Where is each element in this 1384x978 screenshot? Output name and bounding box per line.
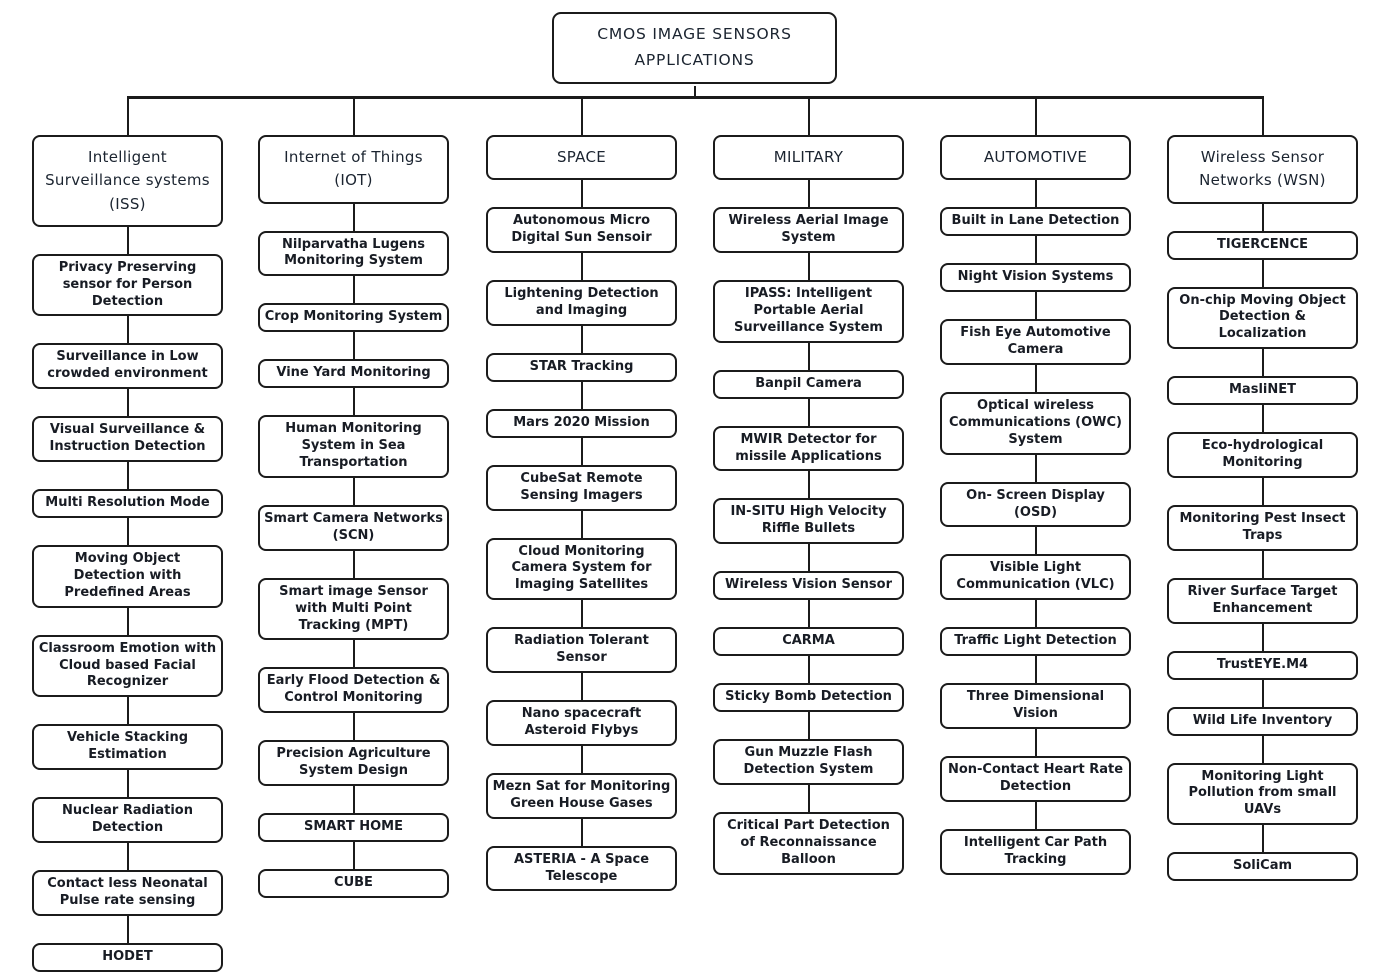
column-header-iss: Intelligent Surveillance systems (ISS)	[32, 135, 223, 227]
tree-node: Mars 2020 Mission	[486, 408, 677, 438]
tree-node: IN-SITU High Velocity Riffle Bullets	[713, 498, 904, 545]
tree-node: CARMA	[713, 627, 904, 657]
tree-node: Sticky Bomb Detection	[713, 683, 904, 713]
column-header-space: SPACE	[486, 135, 677, 181]
tree-node: Nano spacecraft Asteroid Flybys	[486, 700, 677, 746]
tree-node: Autonomous Micro Digital Sun Sensoir	[486, 207, 677, 254]
tree-node: Night Vision Systems	[940, 263, 1131, 293]
tree-node: Surveillance in Low crowded environment	[32, 343, 223, 390]
tree-node: On- Screen Display (OSD)	[940, 481, 1131, 528]
tree-node: Wild Life Inventory	[1167, 706, 1358, 736]
tree-node: Early Flood Detection & Control Monitori…	[258, 667, 449, 714]
tree-node: Radiation Tolerant Sensor	[486, 627, 677, 674]
tree-node: Visible Light Communication (VLC)	[940, 554, 1131, 601]
column-header-automotive: AUTOMOTIVE	[940, 135, 1131, 181]
tree-node: SMART HOME	[258, 812, 449, 842]
tree-node: Built in Lane Detection	[940, 207, 1131, 237]
tree-node: Smart Camera Networks (SCN)	[258, 504, 449, 551]
column-header-iot: Internet of Things (IOT)	[258, 135, 449, 204]
tree-node: Banpil Camera	[713, 369, 904, 399]
horizontal-connector-rail	[127, 96, 1264, 99]
tree-node: River Surface Target Enhancement	[1167, 577, 1358, 624]
tree-node: Fish Eye Automotive Camera	[940, 319, 1131, 366]
tree-node: Moving Object Detection with Predefined …	[32, 544, 223, 608]
column-header-wsn: Wireless Sensor Networks (WSN)	[1167, 135, 1358, 204]
diagram-root-title: CMOS IMAGE SENSORS APPLICATIONS	[552, 12, 837, 84]
tree-node: Multi Resolution Mode	[32, 488, 223, 518]
tree-node: Precision Agriculture System Design	[258, 740, 449, 786]
tree-node: Visual Surveillance & Instruction Detect…	[32, 416, 223, 462]
column-header-military: MILITARY	[713, 135, 904, 181]
tree-node: Wireless Vision Sensor	[713, 571, 904, 601]
column-intelligent-surveillance: Intelligent Surveillance systems (ISS) P…	[32, 97, 223, 972]
tree-node: Critical Part Detection of Reconnaissanc…	[713, 812, 904, 875]
tree-node: ASTERIA - A Space Telescope	[486, 845, 677, 892]
tree-node: MasliNET	[1167, 376, 1358, 406]
tree-node: MWIR Detector for missile Applications	[713, 425, 904, 472]
tree-node: Classroom Emotion with Cloud based Facia…	[32, 634, 223, 698]
tree-node: Vehicle Stacking Estimation	[32, 724, 223, 771]
root-connector-line	[694, 86, 696, 97]
column-internet-of-things: Internet of Things (IOT) Nilparvatha Lug…	[258, 97, 449, 898]
tree-node: STAR Tracking	[486, 352, 677, 382]
tree-node: Eco-hydrological Monitoring	[1167, 432, 1358, 478]
tree-node: On-chip Moving Object Detection & Locali…	[1167, 286, 1358, 350]
tree-node: Privacy Preserving sensor for Person Det…	[32, 253, 223, 317]
tree-node: Non-Contact Heart Rate Detection	[940, 756, 1131, 802]
column-military: MILITARY Wireless Aerial Image System IP…	[713, 97, 904, 875]
column-automotive: AUTOMOTIVE Built in Lane Detection Night…	[940, 97, 1131, 875]
tree-node: Human Monitoring System in Sea Transport…	[258, 415, 449, 478]
tree-node: Cloud Monitoring Camera System for Imagi…	[486, 537, 677, 601]
tree-node: Traffic Light Detection	[940, 627, 1131, 657]
tree-node: Wireless Aerial Image System	[713, 207, 904, 254]
column-space: SPACE Autonomous Micro Digital Sun Senso…	[486, 97, 677, 892]
tree-node: Crop Monitoring System	[258, 303, 449, 333]
tree-node: Smart image Sensor with Multi Point Trac…	[258, 577, 449, 641]
tree-node: Nilparvatha Lugens Monitoring System	[258, 230, 449, 277]
tree-node: Nuclear Radiation Detection	[32, 797, 223, 843]
tree-node: Lightening Detection and Imaging	[486, 280, 677, 326]
tree-node: Monitoring Light Pollution from small UA…	[1167, 762, 1358, 826]
column-wireless-sensor-networks: Wireless Sensor Networks (WSN) TIGERCENC…	[1167, 97, 1358, 882]
tree-node: IPASS: Intelligent Portable Aerial Surve…	[713, 280, 904, 343]
tree-node: CUBE	[258, 868, 449, 898]
tree-node: TrustEYE.M4	[1167, 650, 1358, 680]
tree-node: Vine Yard Monitoring	[258, 359, 449, 389]
tree-node: Mezn Sat for Monitoring Green House Gase…	[486, 772, 677, 819]
tree-node: Contact less Neonatal Pulse rate sensing	[32, 869, 223, 916]
tree-node: Optical wireless Communications (OWC) Sy…	[940, 392, 1131, 455]
tree-node: Monitoring Pest Insect Traps	[1167, 504, 1358, 551]
tree-node: SoliCam	[1167, 852, 1358, 882]
tree-node: Gun Muzzle Flash Detection System	[713, 739, 904, 786]
tree-node: Intelligent Car Path Tracking	[940, 828, 1131, 875]
tree-node: TIGERCENCE	[1167, 230, 1358, 260]
tree-node: Three Dimensional Vision	[940, 683, 1131, 730]
tree-node: HODET	[32, 942, 223, 972]
tree-node: CubeSat Remote Sensing Imagers	[486, 464, 677, 511]
